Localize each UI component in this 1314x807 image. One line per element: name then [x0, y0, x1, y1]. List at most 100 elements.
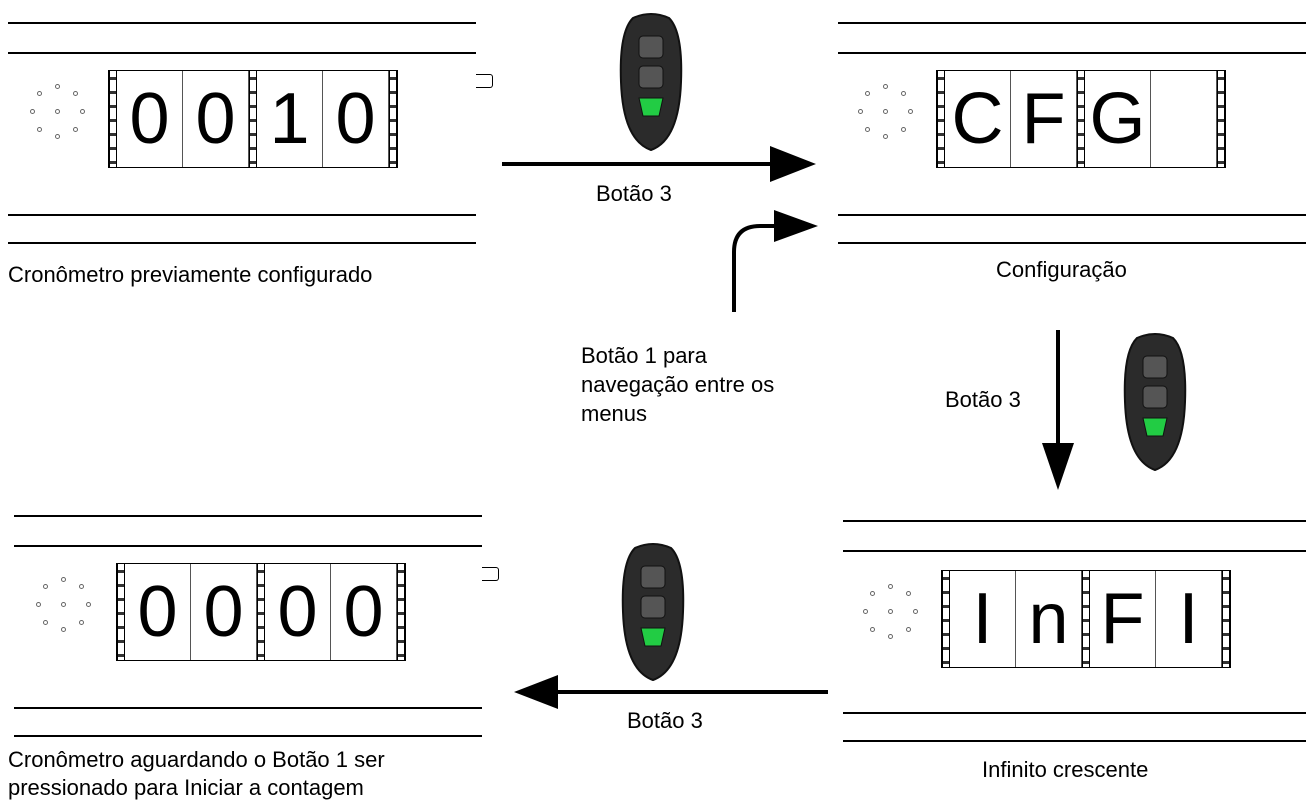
display-strip [1082, 571, 1090, 667]
remote-button-1 [1142, 355, 1168, 379]
display-digit: 0 [125, 564, 191, 660]
nav-label-line-3: menus [581, 401, 648, 426]
rail [8, 52, 476, 54]
display-strip [249, 71, 257, 167]
speaker-grille-icon [861, 584, 921, 644]
speaker-hole [43, 620, 48, 625]
speaker-hole [913, 609, 918, 614]
display-digit: G [1085, 71, 1151, 167]
nav-label-line-1: Botão 1 para [581, 343, 707, 368]
rail [843, 712, 1306, 714]
display-digit: F [1090, 571, 1156, 667]
speaker-hole [865, 127, 870, 132]
remote-svg [619, 13, 683, 152]
speaker-hole [73, 91, 78, 96]
display-strip [1077, 71, 1085, 167]
display-digit: C [945, 71, 1011, 167]
speaker-hole [901, 91, 906, 96]
arrow-right [502, 146, 816, 182]
speaker-hole [908, 109, 913, 114]
speaker-hole [36, 602, 41, 607]
rail [838, 214, 1306, 216]
display-strip [1217, 71, 1225, 167]
speaker-hole [883, 84, 888, 89]
speaker-hole [888, 584, 893, 589]
speaker-hole [79, 584, 84, 589]
arrow-down [1042, 330, 1074, 490]
speaker-hole [888, 609, 893, 614]
speaker-hole [865, 91, 870, 96]
arrow-curved-nav [732, 210, 818, 312]
display-strip [117, 564, 125, 660]
rail [843, 740, 1306, 742]
display-digit: 0 [117, 71, 183, 167]
speaker-hole [43, 584, 48, 589]
display-digit: 0 [183, 71, 249, 167]
rail [838, 52, 1306, 54]
speaker-hole [858, 109, 863, 114]
arrow-left [514, 675, 828, 709]
display-strip [397, 564, 405, 660]
remote-button-3 [640, 627, 666, 647]
speaker-grille-icon [34, 577, 94, 637]
remote-button-1 [638, 35, 664, 59]
display: 0 0 0 0 [116, 563, 406, 661]
arrow-label-bottom: Botão 3 [627, 708, 703, 733]
remote-button-2 [640, 595, 666, 619]
caption-panel-4-line-1: Cronômetro aguardando o Botão 1 ser [8, 747, 385, 772]
rail [843, 520, 1306, 522]
speaker-hole [883, 109, 888, 114]
speaker-hole [883, 134, 888, 139]
rail [14, 545, 482, 547]
remote-button-2 [1142, 385, 1168, 409]
panel-infinite-ascending: I n F I [843, 520, 1306, 742]
speaker-hole [906, 591, 911, 596]
remote-svg [621, 543, 685, 682]
remote-control-icon [617, 12, 685, 152]
panel-stopwatch-preconfigured: 0 0 1 0 [8, 22, 493, 244]
display-strip [389, 71, 397, 167]
display-digit: 0 [323, 71, 389, 167]
arrow-label-top: Botão 3 [596, 181, 672, 206]
speaker-hole [888, 634, 893, 639]
display-digit: 0 [191, 564, 257, 660]
display-strip [937, 71, 945, 167]
speaker-hole [870, 591, 875, 596]
display-digit: I [1156, 571, 1222, 667]
display: 0 0 1 0 [108, 70, 398, 168]
panel-stopwatch-waiting: 0 0 0 0 [14, 515, 499, 737]
speaker-hole [86, 602, 91, 607]
side-tab [476, 74, 493, 88]
speaker-grille-icon [856, 84, 916, 144]
rail [14, 515, 482, 517]
speaker-hole [80, 109, 85, 114]
display-digit: I [950, 571, 1016, 667]
speaker-hole [55, 134, 60, 139]
display-digit: n [1016, 571, 1082, 667]
display-strip [942, 571, 950, 667]
display-digit: 0 [331, 564, 397, 660]
display-digit: F [1011, 71, 1077, 167]
remote-button-2 [638, 65, 664, 89]
display: I n F I [941, 570, 1231, 668]
display: C F G [936, 70, 1226, 168]
caption-panel-2: Configuração [996, 257, 1127, 282]
speaker-hole [37, 91, 42, 96]
rail [8, 22, 476, 24]
caption-panel-4-line-2: pressionado para Iniciar a contagem [8, 775, 364, 800]
rail [14, 735, 482, 737]
panel-configuration: C F G [838, 22, 1306, 244]
rail [8, 242, 476, 244]
arrow-label-right: Botão 3 [945, 387, 1021, 412]
display-digit: 1 [257, 71, 323, 167]
speaker-hole [73, 127, 78, 132]
remote-control-icon [1121, 332, 1189, 472]
remote-button-1 [640, 565, 666, 589]
speaker-grille-icon [28, 84, 88, 144]
speaker-hole [61, 577, 66, 582]
speaker-hole [55, 109, 60, 114]
remote-control-icon [619, 542, 687, 682]
rail [838, 22, 1306, 24]
caption-panel-1: Cronômetro previamente configurado [8, 262, 373, 287]
